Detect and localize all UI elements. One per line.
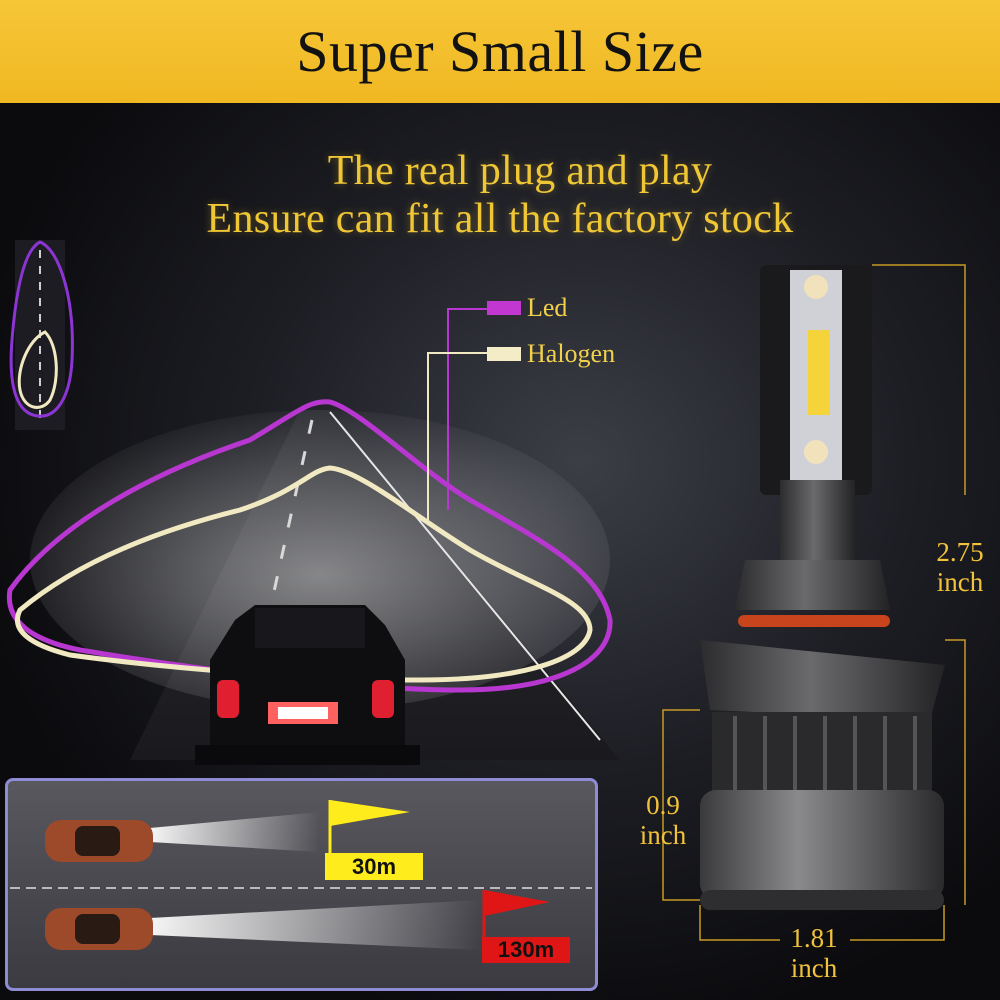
halogen-leader-line [427,352,487,520]
neck-width-dimension-label: 0.9 inch [630,790,696,850]
led-bulb [700,265,945,910]
dimension-lines [662,264,966,941]
headline-line-2: Ensure can fit all the factory stock [206,196,794,242]
legend-led-swatch [487,301,521,315]
legend-led: Led [487,293,567,323]
neck-width-value: 0.9 [646,790,680,820]
height-dimension-label: 2.75 inch [928,537,992,597]
halogen-distance-label: 30m [325,853,423,880]
headlight-glow [30,410,610,710]
legend-halogen: Halogen [487,339,615,369]
base-width-value: 1.81 [790,923,838,953]
height-unit: inch [936,567,984,597]
neck-width-unit: inch [639,820,687,850]
led-leader-line [447,308,487,510]
height-value: 2.75 [936,537,984,567]
legend-halogen-swatch [487,347,521,361]
base-width-dimension-label: 1.81 inch [779,923,849,983]
road-edge-line [329,411,601,741]
title-banner: Super Small Size [0,0,1000,103]
led-distance-label: 130m [482,937,570,963]
halogen-beam-outline [15,465,593,683]
banner-title: Super Small Size [296,19,704,84]
legend-led-label: Led [527,293,568,322]
headline-line-1: The real plug and play [327,148,713,194]
car-rear [195,605,420,765]
inset-beam-diagram [9,240,74,430]
legend-halogen-label: Halogen [527,339,616,368]
base-width-unit: inch [790,953,838,983]
